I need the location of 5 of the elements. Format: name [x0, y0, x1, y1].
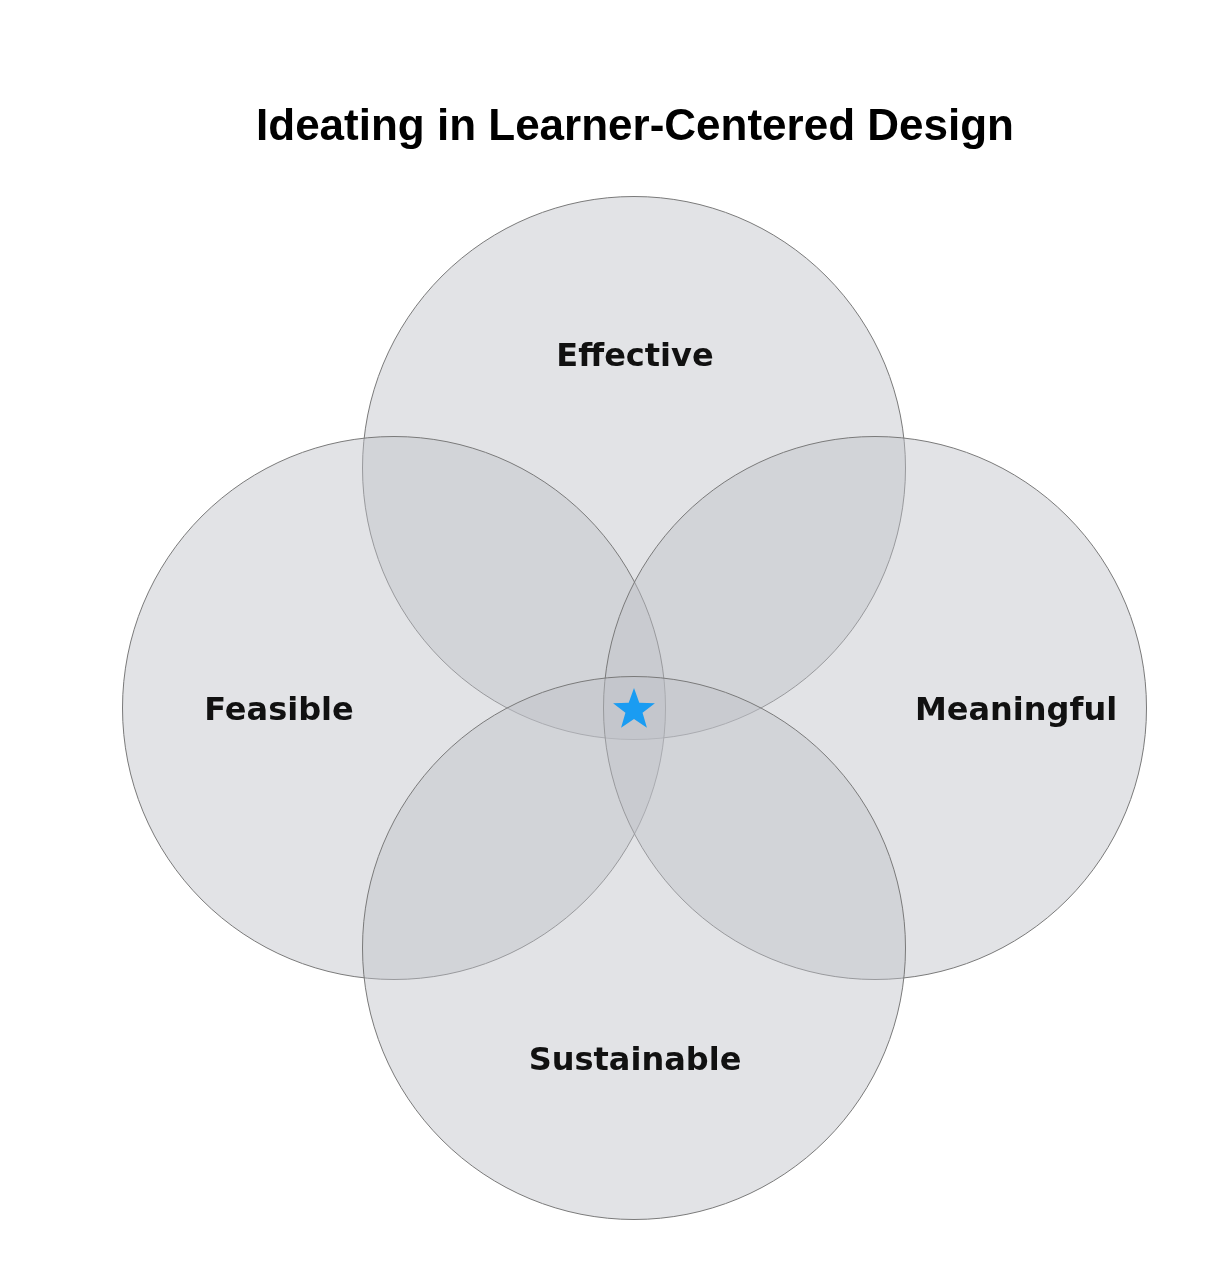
diagram-title: Ideating in Learner-Centered Design — [255, 100, 1015, 150]
circle-label: Sustainable — [528, 1040, 742, 1078]
circle-label: Feasible — [204, 690, 354, 728]
circle-label: Meaningful — [914, 690, 1118, 728]
circle-label: Effective — [556, 336, 714, 374]
